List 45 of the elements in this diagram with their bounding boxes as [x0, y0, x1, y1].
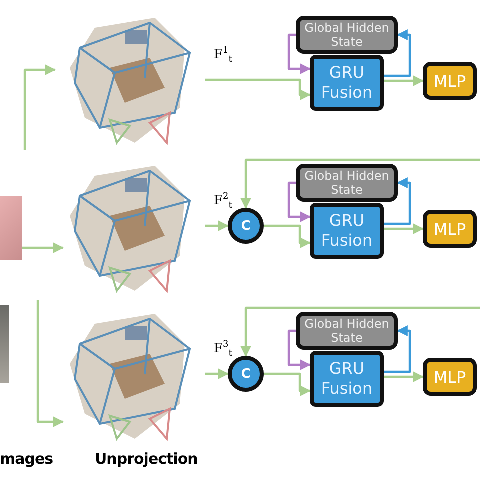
- arrow: [288, 182, 312, 222]
- box-label: MLP: [434, 72, 466, 90]
- box-label: GRU Fusion: [320, 359, 374, 399]
- photo-placeholder: [0, 305, 9, 383]
- box-label: Global Hidden State: [304, 20, 390, 50]
- fusion-box: [310, 55, 384, 111]
- arrow: [384, 178, 412, 226]
- fusion-box: [310, 351, 384, 407]
- caption-label: mages: [0, 450, 54, 468]
- arrow: [24, 64, 56, 150]
- box-label: GRU Fusion: [320, 63, 374, 103]
- box-label: Global Hidden State: [304, 316, 390, 346]
- mlp-box: [423, 358, 477, 396]
- arrow: [288, 330, 312, 370]
- mlp-box: [423, 210, 477, 248]
- arrow: [240, 306, 480, 358]
- arrow: [205, 368, 230, 380]
- arrow: [36, 300, 64, 428]
- arrow: [384, 30, 412, 78]
- box-label: C: [241, 218, 251, 234]
- fusion-box: [310, 203, 384, 259]
- concat-circle: [228, 356, 264, 392]
- box-label: MLP: [434, 220, 466, 238]
- concat-circle: [228, 208, 264, 244]
- arrow: [384, 326, 412, 374]
- mlp-box: [423, 62, 477, 100]
- box-label: Global Hidden State: [304, 168, 390, 198]
- box-label: MLP: [434, 368, 466, 386]
- arrow: [384, 76, 424, 86]
- arrow: [22, 242, 64, 254]
- arrow: [288, 34, 312, 74]
- arrow: [205, 78, 312, 100]
- state-box: [296, 16, 398, 54]
- arrow: [205, 220, 230, 232]
- arrow: [264, 224, 312, 248]
- box-label: C: [241, 366, 251, 382]
- state-box: [296, 164, 398, 202]
- state-box: [296, 312, 398, 350]
- arrow: [384, 224, 424, 234]
- arrow: [264, 372, 312, 396]
- arrow: [384, 372, 424, 382]
- caption-label: Unprojection: [95, 450, 198, 468]
- camera-frustum-picture: [0, 196, 22, 260]
- arrow: [240, 158, 480, 210]
- box-label: GRU Fusion: [320, 211, 374, 251]
